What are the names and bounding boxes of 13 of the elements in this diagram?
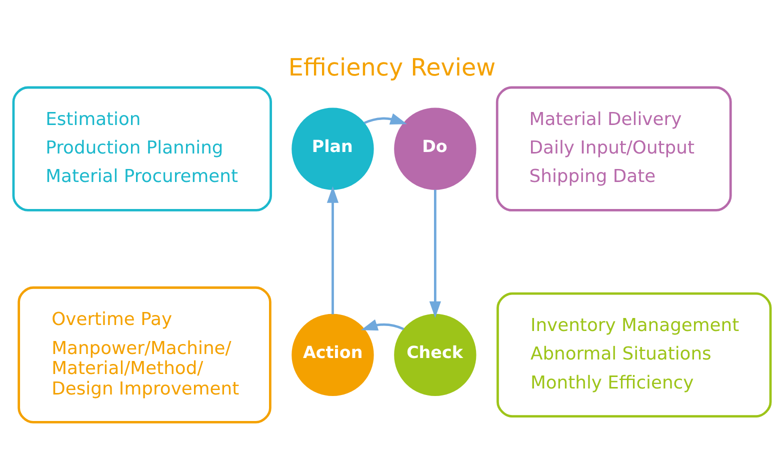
node-box: Estimation Production Planning Material Procurement bbox=[12, 86, 272, 211]
node-circle: Plan bbox=[292, 107, 374, 190]
node-circle: Do bbox=[394, 107, 476, 190]
node-box: Inventory Management Abnormal Situations Monthly Efficiency bbox=[496, 292, 772, 417]
arrow bbox=[429, 189, 442, 318]
node-box: Material Delivery Daily Input/Output Shipping Date bbox=[496, 86, 732, 211]
diagram-title: Efficiency Review bbox=[288, 53, 496, 82]
arrow bbox=[360, 318, 404, 330]
node-circle: Check bbox=[394, 313, 476, 396]
node-box: Overtime Pay Manpower/Machine/ Material/Method/ Design Improvement bbox=[18, 286, 272, 423]
arrow bbox=[364, 112, 408, 124]
node-circle: Action bbox=[292, 313, 374, 396]
arrow bbox=[326, 186, 339, 314]
